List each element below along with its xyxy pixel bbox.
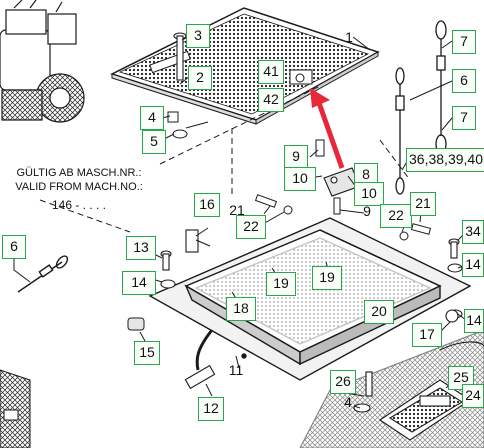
callout-20: 20: [364, 300, 394, 324]
callout-17: 17: [412, 323, 442, 347]
callout-6-left: 6: [2, 235, 26, 259]
callout-26: 26: [330, 370, 356, 394]
callout-3: 3: [186, 24, 210, 48]
screw-4-washer-5-drawing: [167, 111, 209, 139]
callout-7-top: 7: [452, 30, 476, 54]
callout-18: 18: [226, 297, 256, 321]
callout-13: 13: [126, 236, 156, 260]
callout-21-left: 21: [229, 202, 245, 218]
callout-19-left: 19: [266, 272, 296, 296]
callout-6-right: 6: [452, 69, 476, 93]
callout-24: 24: [462, 384, 484, 408]
lower-right-machinery: [299, 309, 484, 448]
callout-10-right: 10: [354, 182, 384, 206]
callout-5: 5: [142, 130, 166, 154]
bolt-13-drawing: [160, 250, 176, 289]
callout-11: 11: [228, 362, 244, 378]
callout-7-bottom: 7: [452, 106, 476, 130]
callout-4-bottom: 4: [344, 394, 352, 410]
callout-9-bottom: 9: [363, 203, 371, 219]
cable-assembly-right: [395, 20, 447, 195]
callout-10-left: 10: [284, 167, 316, 191]
lower-left-panel: [0, 369, 31, 448]
callout-2: 2: [188, 66, 212, 90]
callout-22-right: 22: [380, 204, 412, 228]
callout-41: 41: [258, 60, 284, 84]
red-pointer-arrow: [310, 88, 345, 169]
callout-4: 4: [140, 106, 164, 130]
dashed-leaders: [39, 85, 411, 233]
callout-1: 1: [345, 29, 353, 45]
clip-15-drawing: [127, 317, 145, 331]
callout-14-left: 14: [122, 271, 156, 295]
callout-15: 15: [134, 341, 160, 365]
callout-14-right-top: 14: [462, 253, 484, 277]
callout-9-top: 9: [284, 145, 308, 169]
callout-22-left: 22: [236, 215, 266, 239]
note-line-english: VALID FROM MACH.NO.:: [15, 181, 143, 193]
note-line-german: GÜLTIG AB MASCH.NR.:: [16, 167, 142, 179]
bolt-3-drawing: [173, 32, 187, 81]
note-line-machine-number: 146 - . . . .: [51, 198, 107, 212]
callout-12: 12: [198, 397, 224, 421]
callout-14-right-bottom: 14: [464, 309, 484, 333]
callout-16: 16: [194, 193, 220, 217]
cable-6-left: [17, 255, 69, 293]
screws-21-22-drawing: [254, 139, 432, 241]
callout-42: 42: [258, 88, 284, 112]
validity-note: GÜLTIG AB MASCH.NR.: VALID FROM MACH.NO.…: [4, 166, 154, 212]
handle-12-drawing: [184, 329, 216, 390]
callout-36-38-39-40: 36,38,39,40: [406, 148, 484, 172]
callout-34: 34: [462, 220, 484, 244]
engine-assembly: [0, 0, 85, 123]
callout-21-right: 21: [410, 192, 436, 216]
latch-16-drawing: [185, 229, 211, 253]
callout-19-right: 19: [312, 266, 342, 290]
callout-25: 25: [448, 366, 474, 390]
